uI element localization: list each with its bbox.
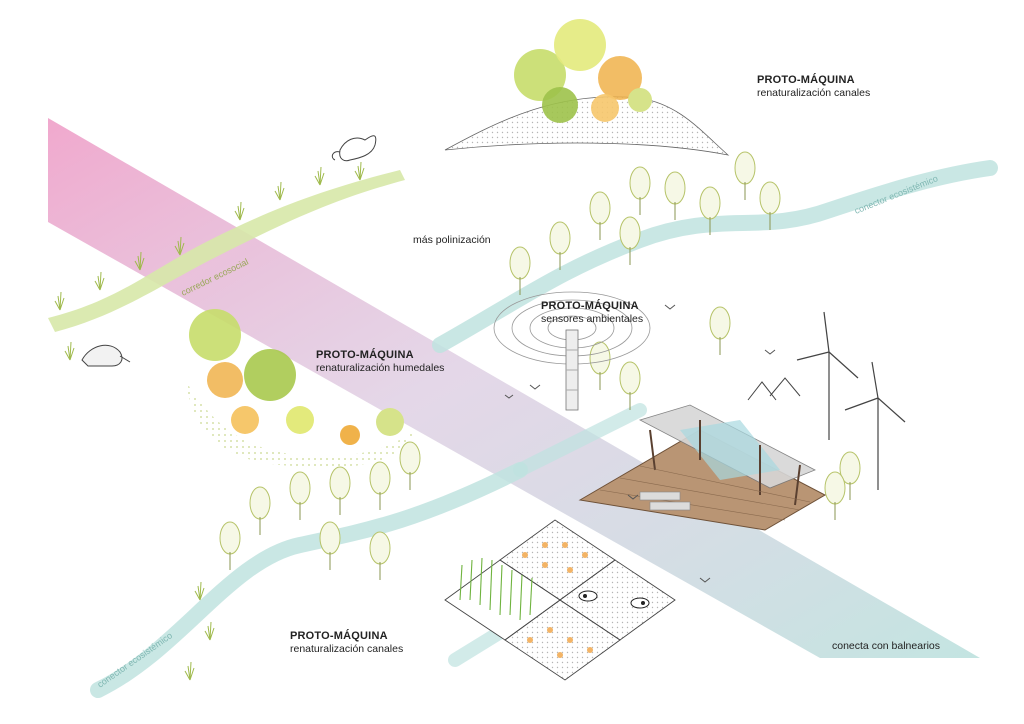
ecosystem-connector-bottom-label: conector ecosistémico	[95, 630, 174, 689]
crop-plots	[444, 519, 676, 681]
label-polinizacion: más polinización	[413, 234, 491, 246]
sensor-tower-icon	[493, 291, 651, 411]
wind-turbine-icon	[796, 311, 906, 490]
label-title: PROTO-MÁQUINA	[541, 300, 639, 312]
label-humedales: PROTO-MÁQUINA renaturalización humedales	[316, 349, 444, 375]
ecosystem-connector-bottom	[90, 462, 528, 698]
wetland-forest	[189, 309, 404, 445]
label-canales-top: PROTO-MÁQUINA renaturalización canales	[757, 74, 870, 100]
label-subtitle: renaturalización canales	[290, 643, 404, 655]
label-canales-bottom: PROTO-MÁQUINA renaturalización canales	[290, 630, 403, 656]
label-balnearios: conecta con balnearios	[832, 640, 940, 652]
wetland-ground	[185, 380, 415, 468]
tent-icon	[747, 377, 801, 401]
label-title: PROTO-MÁQUINA	[757, 74, 855, 86]
label-sensores: PROTO-MÁQUINA sensores ambientales	[541, 300, 643, 326]
label-subtitle: sensores ambientales	[541, 313, 644, 325]
hill-forest	[514, 19, 652, 123]
bird-icon	[504, 304, 776, 583]
pier-pavilion	[578, 404, 827, 531]
label-title: PROTO-MÁQUINA	[290, 630, 388, 642]
ecosystem-connector-top	[432, 160, 998, 353]
label-title: PROTO-MÁQUINA	[316, 349, 414, 361]
label-subtitle: renaturalización canales	[757, 87, 871, 99]
hill	[444, 96, 730, 156]
axolotl-icon	[331, 135, 377, 162]
armadillo-icon	[81, 344, 131, 367]
label-subtitle: renaturalización humedales	[316, 362, 445, 374]
ecosocial-corridor	[48, 170, 405, 332]
cow-icon	[578, 590, 650, 609]
